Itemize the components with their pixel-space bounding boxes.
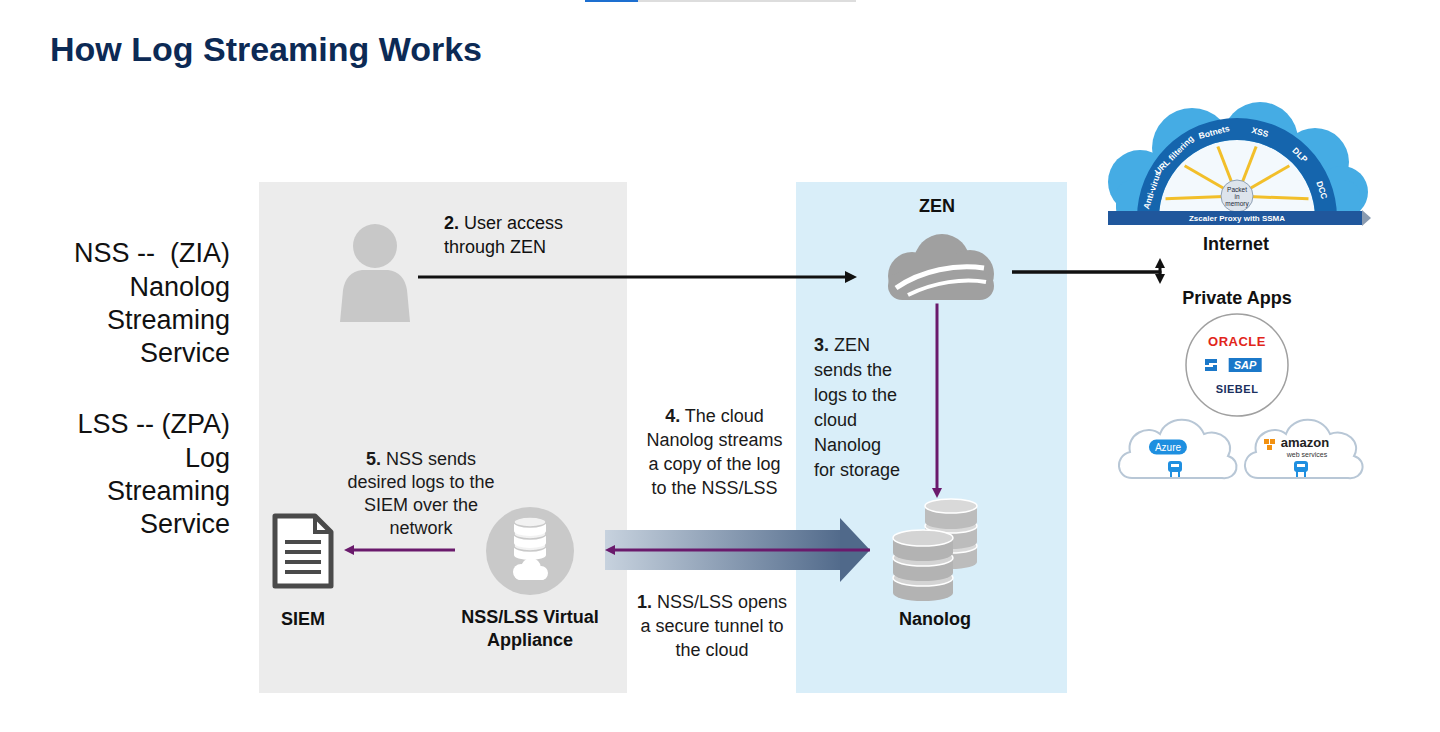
security-cloud [1108, 102, 1371, 226]
document-icon [275, 516, 331, 586]
document-line [285, 570, 321, 574]
appliance-node-icon [485, 506, 575, 596]
packet-circle [1221, 180, 1253, 212]
connector-slot [1171, 464, 1179, 467]
database-icon [893, 499, 977, 601]
zen-logo-part [888, 272, 994, 300]
proxy-bar-arrow [1362, 210, 1371, 226]
node-label: SIEM [281, 608, 325, 631]
cloud-outline [1245, 420, 1363, 478]
diagram-title: How Log Streaming Works [50, 30, 482, 69]
connector-arrow [936, 304, 939, 489]
private-apps-group: Private AppsORACLE SAP SIEBEL Azure amazonwe… [1105, 284, 1370, 494]
nanolog-node-icon [885, 498, 985, 602]
node-label: ZEN [919, 195, 955, 218]
appliance-node: NSS/LSS Virtual Appliance [455, 506, 605, 651]
step-label: 2. User access through ZEN [444, 211, 584, 259]
step-label: 5. NSS sends desired logs to the SIEM ov… [336, 448, 506, 540]
step-label: 1. NSS/LSS opens a secure tunnel to the … [632, 590, 792, 662]
connector-body [1294, 461, 1308, 472]
sap-label: SAP [1229, 358, 1262, 372]
user-head [353, 224, 397, 268]
connector-arrow [354, 549, 455, 552]
cloud-glyph [515, 570, 547, 580]
oracle-label: ORACLE [1208, 334, 1266, 349]
connector-arrow [1012, 272, 1160, 274]
arch-band [1137, 118, 1337, 218]
step-label: 3. ZEN sends the logs to the cloud Nanol… [814, 333, 904, 483]
cloud-panel [796, 182, 1067, 693]
customer-panel [259, 182, 627, 693]
user-body [340, 270, 410, 322]
appliance-icon [486, 507, 574, 595]
document-line [285, 540, 321, 544]
siem-node: SIEM [262, 512, 344, 631]
bar-label: Zscaler Proxy with SSMA [1189, 214, 1285, 223]
pkt-label: Packet in memory [1224, 186, 1250, 207]
db-disc-top [893, 530, 953, 546]
zen-logo [888, 234, 994, 300]
zen-node: ZEN [862, 195, 1012, 304]
step-number: 2. [444, 213, 459, 233]
connector-slot [1297, 464, 1305, 467]
app-circle-outline [1186, 314, 1288, 416]
document-outline [275, 516, 331, 586]
app-connector-icon [1168, 461, 1182, 477]
zen-logo-swoosh [908, 280, 986, 294]
nanolog-node: Nanolog [870, 498, 1000, 631]
service-label: Nanolog Streaming Service [107, 271, 230, 370]
document-fold [315, 516, 331, 532]
aws-sub-label: web services [1287, 451, 1327, 458]
user-access-arrowhead [845, 271, 857, 283]
appliance-circle [486, 507, 574, 595]
connector-body [1168, 461, 1182, 472]
sap-glyph [1205, 359, 1217, 371]
step-text: User access through ZEN [444, 213, 563, 257]
db-disc-top [514, 517, 546, 527]
step-text: NSS/LSS opens a secure tunnel to the clo… [640, 592, 787, 660]
internet-cloud: Anti-virusURL filteringBotnetsXSSDLPDCCP… [1100, 100, 1372, 258]
node-label: Nanolog [899, 608, 971, 631]
top-tab-active [585, 0, 638, 2]
siebel-label: SIEBEL [1216, 383, 1259, 395]
user-access-arrow [418, 276, 846, 279]
top-tab-line [638, 0, 856, 2]
service-label: LSS -- (ZPA) [77, 408, 230, 441]
aws-cube [1267, 445, 1272, 450]
service-label: NSS -- (ZIA) [74, 237, 230, 270]
nlabel-label: Internet [1203, 234, 1269, 255]
step-label: 4. The cloud Nanolog streams a copy of t… [641, 404, 788, 500]
step-number: 4. [665, 406, 680, 426]
amazon-label: amazon [1281, 435, 1329, 450]
node-label: NSS/LSS Virtual Appliance [455, 606, 605, 651]
proxy-bar [1108, 211, 1362, 225]
step-number: 3. [814, 335, 829, 355]
document-line [285, 560, 321, 564]
connector-arrow [615, 549, 870, 552]
service-label: Log Streaming Service [107, 442, 230, 541]
step-number: 5. [366, 449, 381, 469]
zen-node-icon [872, 232, 1002, 304]
cloud-outline [1119, 420, 1237, 478]
document-line [285, 550, 321, 554]
nlabel-label: Private Apps [1182, 288, 1291, 309]
step-number: 1. [637, 592, 652, 612]
db-disc-top [925, 499, 977, 513]
app-connector-icon [1294, 461, 1308, 477]
azure-label: Azure [1149, 440, 1187, 455]
aws-cube [1264, 439, 1269, 444]
app-circle: ORACLE SAP SIEBEL [1185, 313, 1289, 417]
aws-cloud: amazonweb services [1236, 408, 1366, 488]
aws-cube [1270, 439, 1275, 444]
step-text: ZEN sends the logs to the cloud Nanolog … [814, 335, 900, 480]
siem-node-icon [271, 512, 335, 590]
azure-cloud: Azure [1110, 408, 1240, 488]
